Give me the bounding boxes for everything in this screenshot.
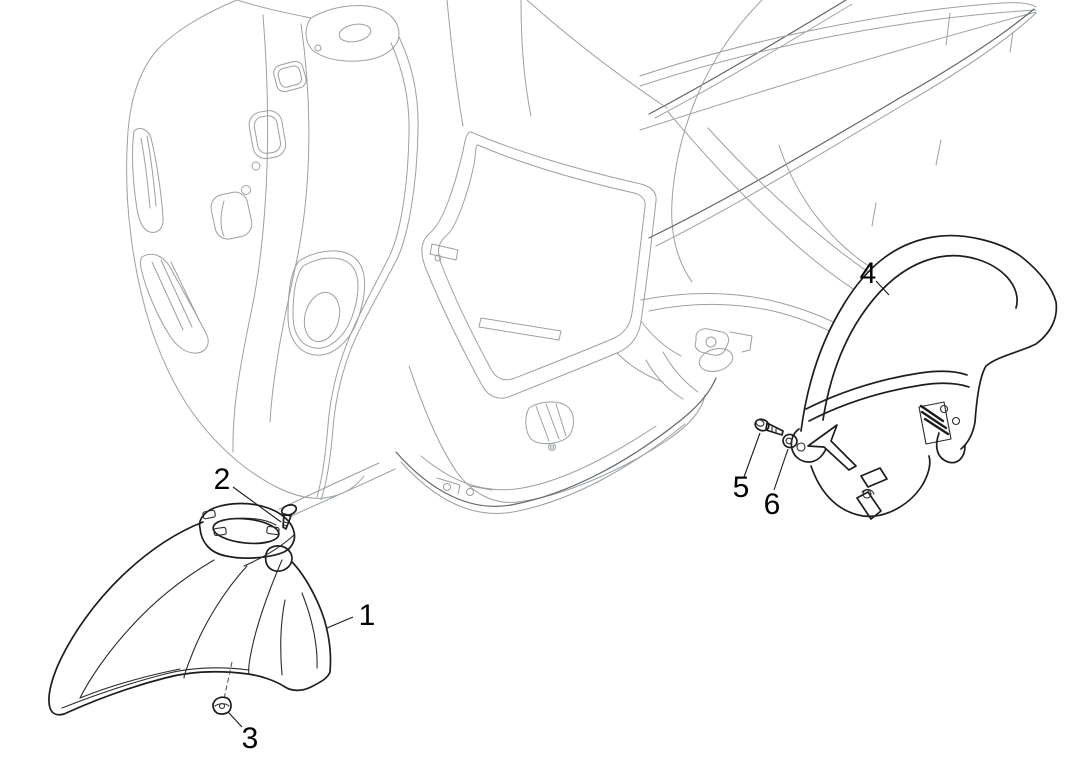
- leader-line-6: [773, 448, 789, 491]
- inner-frame-wireframe: [395, 0, 717, 514]
- rear-body-wireframe: [526, 0, 1037, 420]
- leader-line-1: [326, 616, 354, 629]
- front-body-shell-wireframe: [126, 0, 419, 522]
- callout-leader-lines: [227, 280, 890, 728]
- mudguard-vent-stripes: [918, 401, 952, 445]
- mudguard-bottom-clip: [856, 467, 888, 520]
- callout-2-label: 2: [214, 463, 231, 496]
- leader-line-5: [743, 432, 761, 478]
- part-6-washer: [782, 433, 798, 449]
- leader-line-4: [875, 280, 890, 296]
- mudguard-right-bracket: [935, 404, 966, 464]
- part-4-rear-mudguard: [790, 234, 1058, 520]
- callout-labels: 1 2 3 4 5 6: [214, 257, 877, 755]
- callout-1-label: 1: [359, 599, 376, 632]
- callout-6-label: 6: [764, 488, 781, 521]
- callout-5-label: 5: [733, 471, 750, 504]
- part-3-nut: [212, 696, 232, 715]
- callout-4-label: 4: [860, 257, 877, 290]
- part-1-front-fender: [48, 502, 332, 716]
- leader-line-3: [227, 711, 243, 728]
- callout-3-label: 3: [242, 722, 259, 755]
- leader-line-2: [232, 486, 282, 523]
- part-5-screw: [754, 418, 784, 436]
- part-2-screw: [223, 504, 298, 700]
